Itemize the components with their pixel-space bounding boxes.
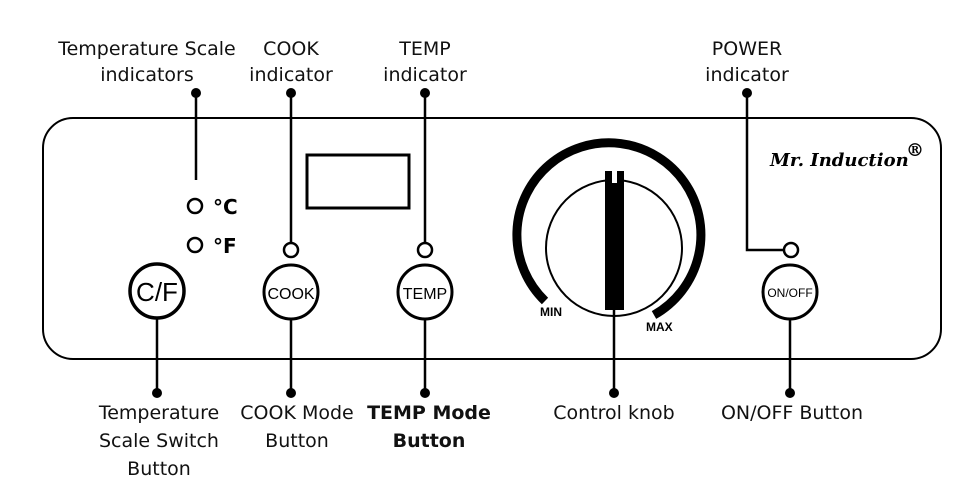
cook-indicator-led <box>282 241 300 259</box>
temp-indicator-label: TEMP indicator <box>383 38 467 86</box>
power-indicator-leader <box>745 93 783 252</box>
control-panel <box>42 117 942 360</box>
celsius-indicator: °C <box>186 195 238 219</box>
power-indicator-line-2: indicator <box>705 64 789 86</box>
control-knob[interactable]: MIN MAX <box>512 138 706 334</box>
power-indicator-led <box>782 241 800 259</box>
on-off-button[interactable]: ON/OFF <box>761 263 819 321</box>
celsius-label: °C <box>213 195 238 219</box>
temp-scale-indicators-label: Temperature Scale indicators <box>57 38 236 86</box>
cf-button-dot <box>152 388 162 398</box>
temp-scale-switch-line-2: Scale Switch <box>99 430 219 452</box>
cook-indicator-line-2: indicator <box>249 64 333 86</box>
bottom-leader-lines <box>155 310 792 393</box>
power-indicator-dot <box>742 88 752 98</box>
cf-button-label: C/F <box>136 277 178 307</box>
cook-button-dot <box>286 388 296 398</box>
temp-indicator-dot <box>420 88 430 98</box>
on-off-button-label: ON/OFF <box>767 286 812 300</box>
temp-indicator-line-2: indicator <box>383 64 467 86</box>
temp-scale-switch-label: Temperature Scale Switch Button <box>98 402 219 480</box>
fahrenheit-label: °F <box>213 234 237 258</box>
cook-indicator-label: COOK indicator <box>249 38 333 86</box>
cook-indicator-dot <box>286 88 296 98</box>
temp-scale-switch-line-1: Temperature <box>98 402 219 424</box>
knob-dot <box>609 388 619 398</box>
brand-logo: Mr. Induction <box>769 150 909 171</box>
cook-mode-button-label: COOK Mode Button <box>240 402 353 452</box>
top-leader-lines <box>194 93 783 252</box>
temp-button-dot <box>420 388 430 398</box>
temp-mode-button-label: TEMP Mode Button <box>367 402 491 452</box>
knob-pointer-mark <box>612 171 617 183</box>
cook-mode-button[interactable]: COOK <box>262 263 320 321</box>
knob-min-label: MIN <box>540 305 562 319</box>
display-window <box>305 153 411 210</box>
fahrenheit-led <box>186 236 204 254</box>
brand-registered-mark: ® <box>906 140 924 161</box>
temp-indicator-line-1: TEMP <box>398 38 450 60</box>
celsius-led <box>186 197 204 215</box>
cook-button-label: COOK <box>267 286 314 303</box>
top-leader-dots <box>191 88 752 98</box>
temp-scale-indicators-line-2: indicators <box>100 64 194 86</box>
temp-mode-line-1: TEMP Mode <box>367 402 491 424</box>
knob-max-label: MAX <box>646 320 673 334</box>
cook-indicator-line-1: COOK <box>263 38 319 60</box>
fahrenheit-indicator: °F <box>186 234 237 258</box>
knob-pointer <box>605 171 624 310</box>
knob-range-arc <box>512 138 706 319</box>
temp-button-label: TEMP <box>403 286 447 303</box>
power-indicator-line-1: POWER <box>712 38 782 60</box>
cf-button[interactable]: C/F <box>128 262 186 320</box>
temp-scale-dot <box>191 88 201 98</box>
on-off-button-text-label: ON/OFF Button <box>721 402 863 424</box>
cook-mode-line-2: Button <box>265 430 329 452</box>
temp-mode-line-2: Button <box>393 430 466 452</box>
bottom-leader-dots <box>152 388 795 398</box>
temp-scale-switch-line-3: Button <box>127 458 191 480</box>
temp-indicator-led <box>416 241 434 259</box>
on-off-dot <box>785 388 795 398</box>
power-indicator-label: POWER indicator <box>705 38 789 86</box>
control-knob-label: Control knob <box>553 402 674 424</box>
temp-mode-button[interactable]: TEMP <box>396 263 454 321</box>
temp-scale-indicators-line-1: Temperature Scale <box>57 38 236 60</box>
cook-mode-line-1: COOK Mode <box>240 402 353 424</box>
